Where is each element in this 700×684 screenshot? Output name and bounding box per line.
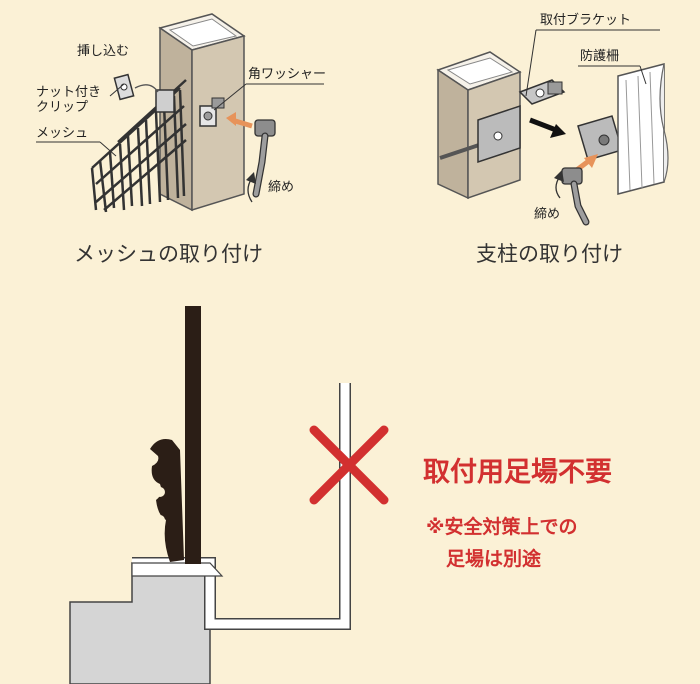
push-arrow-head <box>226 112 236 126</box>
move-arrow-head <box>550 124 566 138</box>
label-tighten-right: 締め <box>534 207 561 222</box>
notice-safety-line1: ※安全対策上での <box>426 516 578 538</box>
label-mesh: メッシュ <box>36 126 89 141</box>
label-insert: 挿し込む <box>77 44 130 59</box>
wrench-icon <box>252 119 276 198</box>
label-nut-clip-line2: クリップ <box>36 100 89 115</box>
nut-clip-part <box>113 73 135 101</box>
label-nut-clip-line1: ナット付き <box>36 85 102 100</box>
wrench-icon-right <box>561 167 590 226</box>
notice-no-scaffold: 取付用足場不要 <box>423 457 612 488</box>
cross-mark-icon <box>309 425 389 505</box>
bracket-hole-1 <box>155 487 165 497</box>
mounted-bracket <box>477 104 521 164</box>
notice-safety-line2: 足場は別途 <box>446 548 542 570</box>
post-attachment-figure <box>436 29 669 226</box>
rotate-arrow-head-right <box>554 170 564 182</box>
scaffold-diagram <box>69 306 389 684</box>
fence-panel <box>617 63 669 195</box>
label-bracket: 取付ブラケット <box>540 13 632 28</box>
square-washer <box>199 97 225 127</box>
label-washer: 角ワッシャー <box>248 67 327 82</box>
clip-on-mesh <box>155 89 175 113</box>
move-arrow-icon <box>529 117 557 133</box>
fence-bracket <box>577 115 623 161</box>
mesh-attachment-figure <box>36 13 324 213</box>
caption-post-attachment: 支柱の取り付け <box>476 242 623 266</box>
label-tighten-left: 締め <box>268 180 295 195</box>
push-arrow-head-right <box>584 154 598 168</box>
mesh-panel <box>90 79 187 213</box>
fence-post <box>185 306 201 564</box>
concrete-base <box>69 562 211 684</box>
leader-lines-left <box>36 83 324 157</box>
insert-arrow-icon <box>134 84 159 93</box>
caption-mesh-attachment: メッシュの取り付け <box>74 242 263 266</box>
leader-lines-right <box>525 29 660 97</box>
side-bracket <box>150 439 184 562</box>
label-fence: 防護柵 <box>580 49 620 64</box>
base-cap <box>131 562 224 577</box>
rotate-arrow-head <box>246 172 256 184</box>
floating-bracket <box>518 79 566 105</box>
bracket-hole-2 <box>155 515 165 525</box>
